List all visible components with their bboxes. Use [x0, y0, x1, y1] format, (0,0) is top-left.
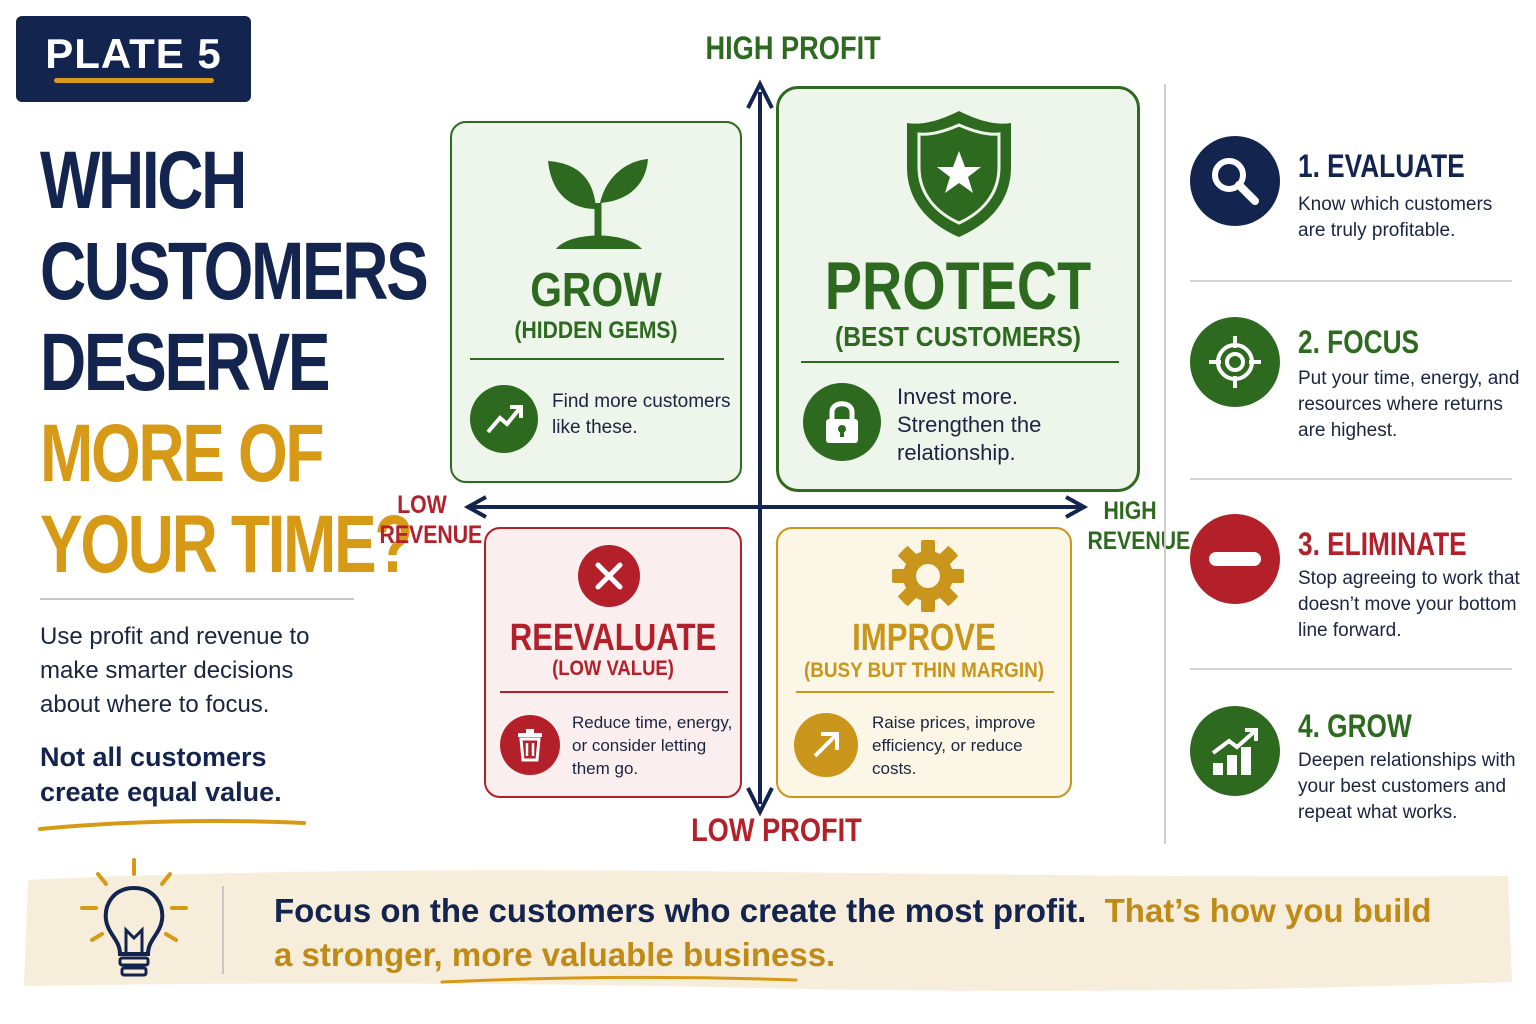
gear-icon [892, 540, 964, 612]
quadrant-reevaluate: REEVALUATE (LOW VALUE) Reduce time, ener… [484, 527, 742, 798]
grow-text: Find more customers like these. [552, 391, 731, 438]
arrow-up-right-icon [794, 713, 858, 777]
plate-badge [16, 16, 251, 102]
step-3-text: Stop agreeing to work that doesn’t move … [1298, 568, 1520, 641]
axis-low-revenue: LOW REVENUE [379, 490, 483, 550]
reevaluate-subtitle: (LOW VALUE) [552, 657, 674, 680]
quadrant-axes [463, 79, 1089, 817]
trash-icon [500, 715, 560, 775]
protect-text: Invest more. Strengthen the relationship… [897, 384, 1042, 465]
bottom-swoosh [440, 975, 798, 984]
axis-high-revenue-line2: REVENUE [1087, 527, 1191, 555]
grow-divider [470, 358, 724, 360]
axis-high-revenue-line1: HIGH [1103, 497, 1157, 525]
trend-up-icon [470, 385, 538, 453]
lock-icon [803, 383, 881, 461]
step-2-text: Put your time, energy, and resources whe… [1298, 368, 1520, 441]
protect-subtitle: (BEST CUSTOMERS) [835, 321, 1081, 352]
bottom-divider [222, 886, 224, 974]
plate-label: PLATE 5 [45, 30, 222, 77]
headline-line-5: YOUR TIME? [40, 499, 413, 590]
close-icon [578, 545, 640, 607]
quadrant-improve: IMPROVE (BUSY BUT THIN MARGIN) Raise pri… [776, 527, 1072, 798]
step-3-title: 3. ELIMINATE [1298, 526, 1467, 562]
sprout-icon [548, 159, 648, 249]
grow-title: GROW [530, 264, 662, 317]
protect-divider [801, 361, 1119, 363]
growth-chart-icon [1190, 706, 1280, 796]
step-separator [1190, 668, 1512, 670]
improve-divider [796, 691, 1054, 693]
bottom-message-part-1: Focus on the customers who create the mo… [274, 892, 1087, 929]
step-4-title: 4. GROW [1298, 708, 1412, 744]
improve-subtitle: (BUSY BUT THIN MARGIN) [803, 659, 1045, 682]
bottom-message-part-2: That’s how you build [1104, 892, 1432, 929]
grow-subtitle: (HIDDEN GEMS) [514, 317, 678, 344]
right-column-divider [1164, 84, 1166, 844]
minus-icon [1190, 514, 1280, 604]
step-1-text: Know which customers are truly profitabl… [1298, 194, 1493, 241]
axis-low-profit: LOW PROFIT [691, 812, 862, 848]
bottom-message-part-3: a stronger, more valuable business. [274, 936, 836, 973]
headline-line-3: DESERVE [40, 317, 330, 408]
tagline-swoosh [38, 819, 306, 831]
step-separator [1190, 478, 1512, 480]
headline-line-1: WHICH [40, 135, 247, 226]
axis-low-revenue-line1: LOW [397, 491, 447, 519]
tagline: Not all customers create equal value. [40, 742, 282, 807]
reevaluate-divider [500, 691, 728, 693]
magnifier-icon [1190, 136, 1280, 226]
improve-title: IMPROVE [852, 617, 996, 659]
protect-title: PROTECT [824, 248, 1092, 324]
lightbulb-icon [80, 858, 188, 977]
intro-text: Use profit and revenue to make smarter d… [40, 623, 310, 718]
shield-star-icon [907, 111, 1011, 237]
quadrant-protect: PROTECT (BEST CUSTOMERS) Invest more. St… [776, 86, 1140, 492]
step-4-text: Deepen relationships with your best cust… [1298, 750, 1516, 823]
bottom-banner [24, 870, 1512, 991]
headline-line-4: MORE OF [40, 408, 324, 499]
step-1-title: 1. EVALUATE [1298, 148, 1465, 184]
target-icon [1190, 317, 1280, 407]
axis-low-revenue-line2: REVENUE [379, 521, 483, 549]
improve-text: Raise prices, improve efficiency, or red… [872, 713, 1036, 778]
plate-underline [54, 78, 214, 83]
axis-high-revenue: HIGH REVENUE [1087, 496, 1191, 556]
left-divider [40, 598, 354, 600]
step-separator [1190, 280, 1512, 282]
step-2-title: 2. FOCUS [1298, 324, 1420, 360]
headline-line-2: CUSTOMERS [40, 226, 429, 317]
reevaluate-title: REEVALUATE [509, 617, 717, 659]
reevaluate-text: Reduce time, energy, or consider letting… [572, 713, 733, 778]
bottom-message-line-1: Focus on the customers who create the mo… [274, 892, 1432, 930]
axis-high-profit: HIGH PROFIT [705, 30, 881, 66]
quadrant-grow: GROW (HIDDEN GEMS) Find more customers l… [450, 121, 742, 483]
